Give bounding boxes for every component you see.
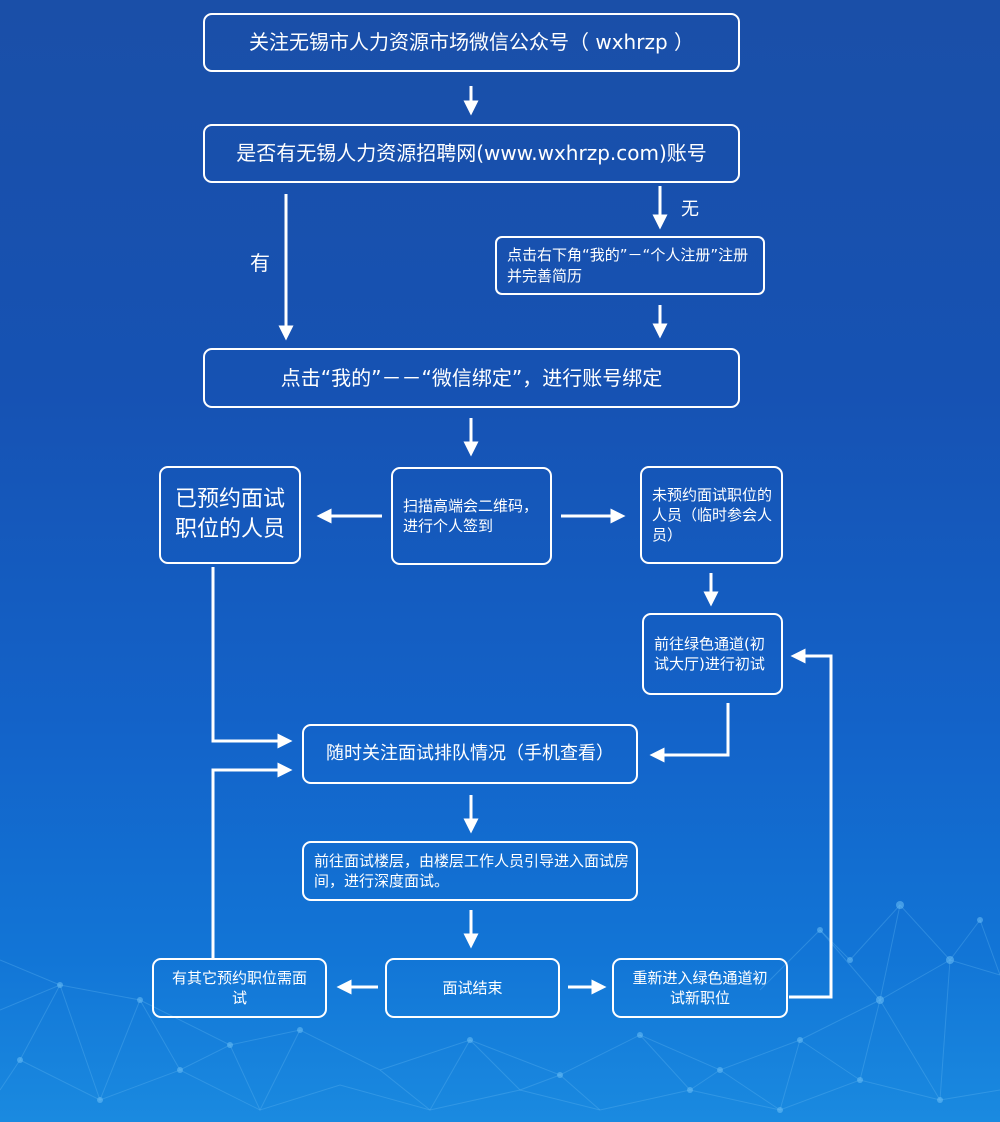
step-go-floor-text: 前往面试楼层，由楼层工作人员引导进入面试房间，进行深度面试。	[314, 851, 630, 890]
arrow-reenter-to-green	[789, 648, 833, 999]
step-unbooked-text: 未预约面试职位的人员（临时参会人员）	[652, 485, 773, 545]
step-watch-queue: 随时关注面试排队情况（手机查看）	[302, 724, 638, 784]
step-scan-qr: 扫描高端会二维码，进行个人签到	[391, 467, 552, 565]
step-follow-wechat-text: 关注无锡市人力资源市场微信公众号（ wxhrzp ）	[249, 30, 694, 54]
step-re-enter: 重新进入绿色通道初试新职位	[612, 958, 788, 1018]
step-booked-text: 已预约面试职位的人员	[174, 487, 285, 542]
step-has-account-text: 是否有无锡人力资源招聘网(www.wxhrzp.com)账号	[236, 141, 707, 165]
arrow-green-to-queue	[649, 703, 730, 763]
step-interview-end-text: 面试结束	[442, 978, 503, 997]
arrow-booked-to-queue	[211, 567, 293, 749]
step-unbooked: 未预约面试职位的人员（临时参会人员）	[640, 466, 783, 564]
step-other-position: 有其它预约职位需面试	[152, 958, 327, 1018]
step-follow-wechat: 关注无锡市人力资源市场微信公众号（ wxhrzp ）	[203, 13, 740, 72]
arrow-other-to-queue	[211, 762, 293, 958]
step-scan-qr-text: 扫描高端会二维码，进行个人签到	[403, 496, 539, 535]
step-register-text: 点击右下角“我的”－“个人注册”注册并完善简历	[507, 246, 749, 285]
step-interview-end: 面试结束	[385, 958, 560, 1018]
step-green-channel-text: 前往绿色通道(初试大厅)进行初试	[654, 634, 765, 673]
step-go-floor: 前往面试楼层，由楼层工作人员引导进入面试房间，进行深度面试。	[302, 841, 638, 901]
step-other-position-text: 有其它预约职位需面试	[172, 968, 308, 1007]
step-watch-queue-text: 随时关注面试排队情况（手机查看）	[326, 742, 614, 764]
step-register: 点击右下角“我的”－“个人注册”注册并完善简历	[495, 236, 765, 295]
step-re-enter-text: 重新进入绿色通道初试新职位	[632, 968, 768, 1007]
label-no: 无	[681, 199, 699, 220]
step-has-account: 是否有无锡人力资源招聘网(www.wxhrzp.com)账号	[203, 124, 740, 183]
step-booked: 已预约面试职位的人员	[159, 466, 301, 564]
step-bind-account-text: 点击“我的”－－“微信绑定”，进行账号绑定	[280, 365, 663, 390]
step-green-channel: 前往绿色通道(初试大厅)进行初试	[642, 613, 783, 695]
step-bind-account: 点击“我的”－－“微信绑定”，进行账号绑定	[203, 348, 740, 408]
label-yes: 有	[250, 251, 270, 275]
